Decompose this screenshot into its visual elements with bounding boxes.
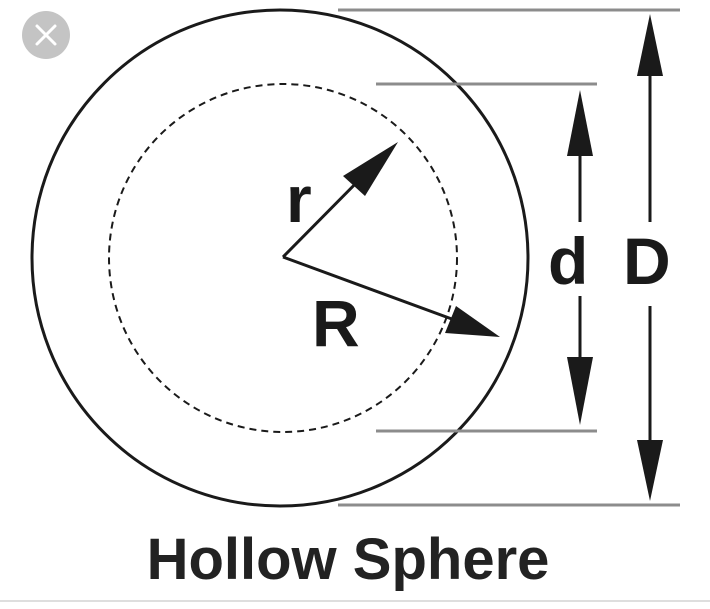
outer-radius-arrowhead	[445, 306, 500, 337]
inner-radius-arrow	[281, 142, 398, 259]
label-d: d	[548, 224, 588, 298]
inner-diameter-dimension	[567, 90, 593, 425]
outer-diameter-arrowhead-bottom	[637, 440, 663, 501]
label-D: D	[623, 224, 671, 298]
outer-diameter-dimension	[637, 14, 663, 501]
close-button[interactable]	[22, 11, 70, 59]
label-R: R	[312, 286, 360, 360]
inner-radius-arrowhead	[343, 142, 398, 196]
outer-diameter-arrowhead-top	[637, 14, 663, 76]
inner-diameter-arrowhead-bottom	[567, 357, 593, 425]
inner-diameter-arrowhead-top	[567, 90, 593, 156]
bottom-divider	[0, 600, 710, 602]
outer-circle	[30, 8, 530, 508]
caption: Hollow Sphere	[147, 527, 550, 592]
label-r: r	[286, 162, 312, 236]
outer-radius-arrow	[282, 255, 500, 337]
inner-dashed-circle	[108, 83, 458, 433]
close-icon	[35, 24, 57, 46]
